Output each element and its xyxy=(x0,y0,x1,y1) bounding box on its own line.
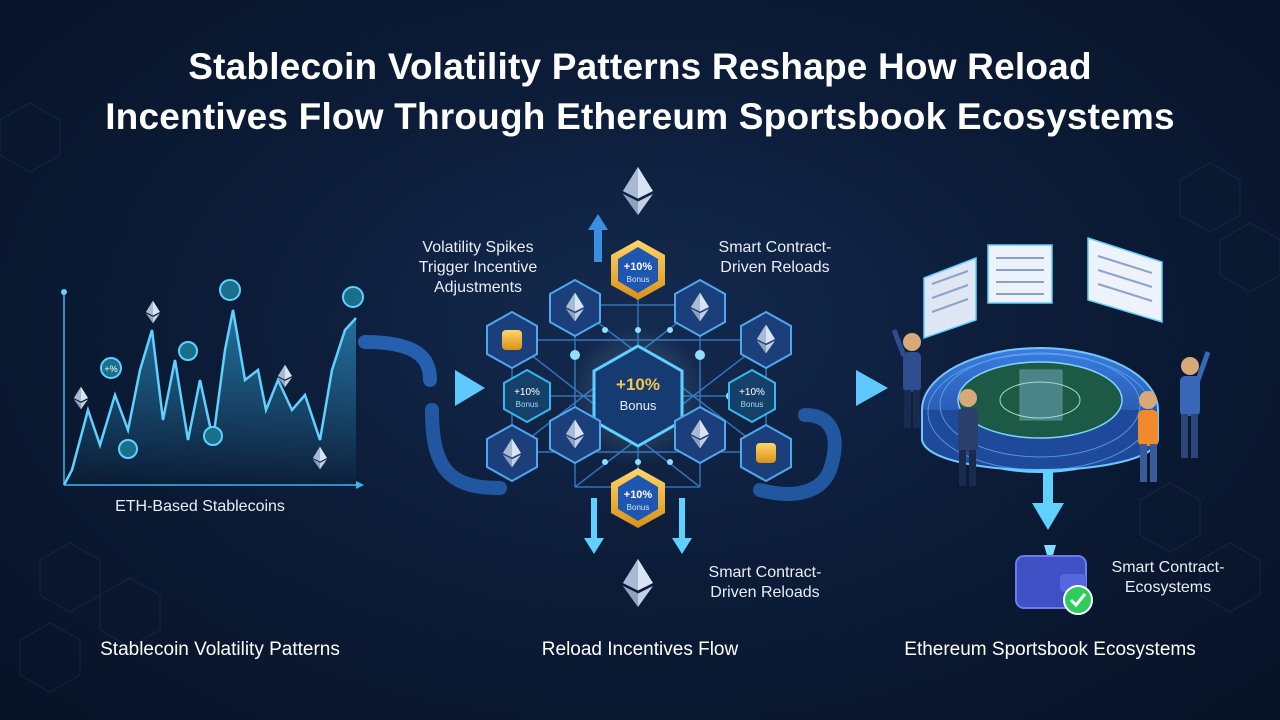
hex-small-bonus-right: +10% Bonus xyxy=(728,368,776,424)
arrow-up xyxy=(588,214,608,262)
small-bonus-right-text: Bonus xyxy=(741,400,764,409)
caption-reload-incentives: Reload Incentives Flow xyxy=(541,639,739,660)
gold-badge-top-text: Bonus xyxy=(627,275,650,284)
svg-text:+%: +% xyxy=(104,364,117,374)
hex-coin-left xyxy=(486,310,538,370)
gold-badge-top-pct: +10% xyxy=(624,261,653,273)
fan-center-left xyxy=(958,389,978,486)
stablecoin-pin-5 xyxy=(219,279,241,301)
hex-eth-bottom-left-outer xyxy=(486,423,538,483)
label-volatility-spikes-line-3: Adjustments xyxy=(433,279,523,296)
arrow-down-to-wallet xyxy=(1032,470,1064,530)
title-line-1: Stablecoin Volatility Patterns Reshape H… xyxy=(188,46,1092,87)
odds-screen-left xyxy=(923,256,977,340)
label-wallet-ecosystems: Smart Contract- Ecosystems xyxy=(1098,558,1238,598)
wallet-icon xyxy=(1015,545,1093,615)
gold-badge-bottom-text: Bonus xyxy=(627,503,650,512)
volatility-chart: +% xyxy=(61,279,364,489)
title-line-2: Incentives Flow Through Ethereum Sportsb… xyxy=(105,96,1175,137)
arrows-down xyxy=(584,498,692,554)
stablecoin-pin-2 xyxy=(118,439,138,459)
hex-coin-right xyxy=(740,423,792,483)
stablecoin-pin-1: +% xyxy=(100,357,122,379)
odds-screen-right xyxy=(1087,236,1163,324)
label-wallet-ecosystems-line-2: Ecosystems xyxy=(1124,579,1212,596)
label-smart-contract-top-line-2: Driven Reloads xyxy=(720,259,830,276)
gold-badge-bottom-pct: +10% xyxy=(624,489,653,501)
eth-marker-2 xyxy=(146,300,160,324)
page-title: Stablecoin Volatility Patterns Reshape H… xyxy=(0,42,1280,142)
gold-bonus-badge-bottom: +10% Bonus xyxy=(611,468,665,528)
label-volatility-spikes-line-1: Volatility Spikes xyxy=(422,239,534,256)
eth-icon-bottom xyxy=(623,559,653,607)
caption-stablecoin-volatility: Stablecoin Volatility Patterns xyxy=(100,639,340,660)
fan-right-cheering xyxy=(1180,351,1211,458)
stablecoin-pin-6 xyxy=(342,286,364,308)
label-smart-contract-bottom: Smart Contract- Driven Reloads xyxy=(690,563,840,603)
hex-eth-top-right xyxy=(674,278,726,338)
label-wallet-ecosystems-line-1: Smart Contract- xyxy=(1111,559,1225,576)
sportsbook-stadium xyxy=(891,236,1211,615)
small-bonus-right-pct: +10% xyxy=(739,387,765,398)
hex-small-bonus-left: +10% Bonus xyxy=(503,368,551,424)
flow-arrow-right xyxy=(753,370,888,501)
small-bonus-left-text: Bonus xyxy=(516,400,539,409)
eth-marker-1 xyxy=(74,386,88,410)
odds-screen-center xyxy=(987,244,1053,304)
flow-arrow-left xyxy=(358,335,507,495)
left-chart-label: ETH-Based Stablecoins xyxy=(115,498,285,515)
stablecoin-pin-4 xyxy=(203,426,223,446)
gold-bonus-badge-top: +10% Bonus xyxy=(611,240,665,300)
label-volatility-spikes-line-2: Trigger Incentive xyxy=(418,259,538,276)
label-volatility-spikes: Volatility Spikes Trigger Incentive Adju… xyxy=(398,238,558,298)
volatility-area xyxy=(64,310,356,485)
incentive-network: +10% Bonus +10% Bonus +10% xyxy=(486,167,792,607)
background-hex-pattern xyxy=(0,102,1280,693)
caption-sportsbook-ecosystems: Ethereum Sportsbook Ecosystems xyxy=(904,639,1196,660)
hex-eth-bottom-left xyxy=(549,405,601,465)
fan-center-right-orange xyxy=(1138,391,1158,482)
small-bonus-left-pct: +10% xyxy=(514,387,540,398)
label-smart-contract-top-line-1: Smart Contract- xyxy=(718,239,832,256)
label-smart-contract-top: Smart Contract- Driven Reloads xyxy=(700,238,850,278)
hex-eth-top-left xyxy=(549,278,601,338)
center-bonus-pct: +10% xyxy=(616,375,660,394)
center-bonus-hex xyxy=(592,344,684,448)
label-smart-contract-bottom-line-1: Smart Contract- xyxy=(708,564,822,581)
eth-icon-top xyxy=(623,167,653,215)
label-smart-contract-bottom-line-2: Driven Reloads xyxy=(710,584,820,601)
hex-eth-bottom-right xyxy=(674,405,726,465)
center-bonus-text: Bonus xyxy=(620,398,657,413)
hex-eth-right xyxy=(740,310,792,370)
stablecoin-pin-3 xyxy=(178,341,198,361)
fan-left-cheering xyxy=(891,329,921,428)
